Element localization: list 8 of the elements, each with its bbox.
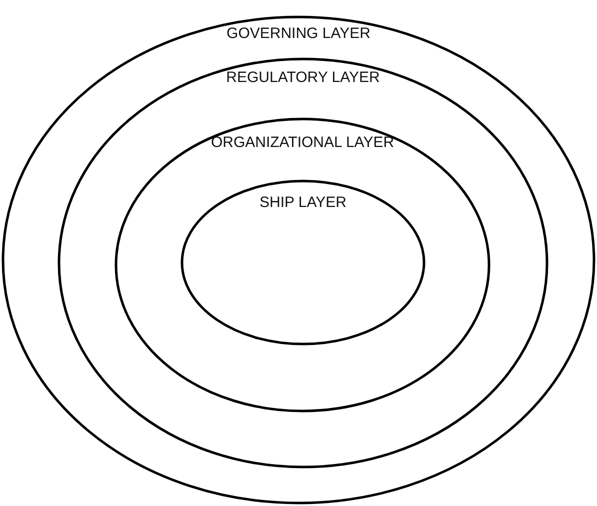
layer-ellipse	[2, 16, 595, 504]
layer-ellipse	[115, 118, 490, 412]
layer-label: REGULATORY LAYER	[226, 69, 380, 87]
layer-label: GOVERNING LAYER	[226, 25, 370, 43]
layer-label: SHIP LAYER	[260, 194, 346, 212]
layer-label: ORGANIZATIONAL LAYER	[210, 134, 394, 152]
layer-ellipse	[58, 58, 548, 468]
layer-ellipse	[181, 180, 425, 345]
